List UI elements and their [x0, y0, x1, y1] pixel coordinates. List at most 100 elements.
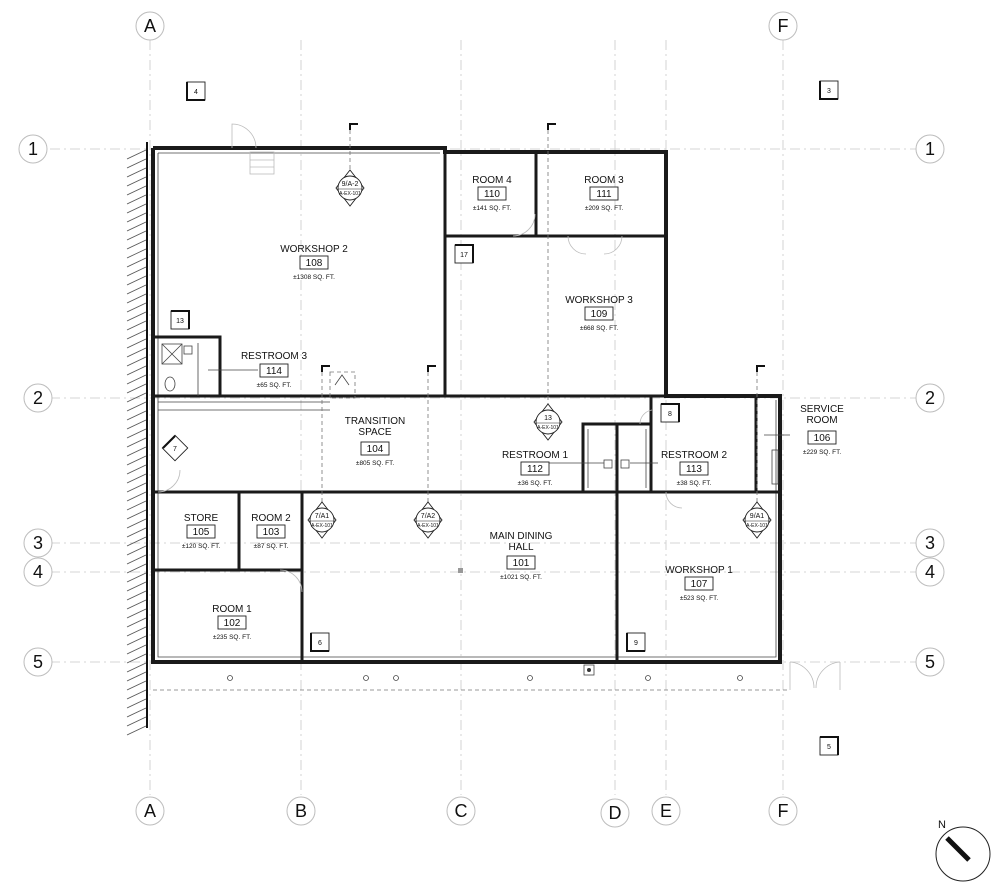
- svg-text:103: 103: [263, 527, 280, 538]
- hatched-wall: [126, 142, 148, 736]
- north-arrow: N: [935, 819, 991, 882]
- svg-text:RESTROOM 1: RESTROOM 1: [502, 450, 569, 461]
- svg-text:A-EX-101: A-EX-101: [417, 523, 439, 529]
- svg-text:110: 110: [484, 189, 500, 200]
- svg-text:3: 3: [925, 533, 935, 553]
- grid-bubbles: A F A B C D E F 1 2 3 4 5 1 2 3 4 5: [18, 11, 945, 828]
- svg-text:A-EX-101: A-EX-101: [746, 523, 768, 529]
- section-marker-7-a1: 7/A1 A-EX-101: [307, 501, 337, 539]
- svg-text:106: 106: [814, 433, 831, 444]
- grid-bubble-d-bottom: D: [600, 798, 630, 828]
- hatch-line: [126, 554, 147, 565]
- hatch-line: [126, 338, 147, 349]
- svg-text:13: 13: [544, 415, 552, 422]
- svg-text:F: F: [778, 801, 789, 821]
- hatch-line: [126, 419, 147, 430]
- hatch-line: [126, 644, 147, 655]
- svg-text:D: D: [609, 803, 622, 823]
- svg-text:B: B: [295, 801, 307, 821]
- hatch-line: [126, 257, 147, 268]
- hatch-line: [126, 365, 147, 376]
- hatch-line: [126, 545, 147, 556]
- elevation-tag-9: 9: [626, 632, 646, 652]
- grid-bubble-b-bottom: B: [286, 796, 316, 826]
- section-marker-9-a2: 9/A-2 A-EX-101: [335, 169, 365, 207]
- room-label-room-2: ROOM 2 103 ±87 SQ. FT.: [251, 513, 291, 550]
- hatch-line: [126, 392, 147, 403]
- svg-text:A: A: [144, 801, 156, 821]
- room-label-restroom-3: RESTROOM 3 114 ±65 SQ. FT.: [241, 351, 308, 389]
- grid-bubble-f-bottom: F: [768, 796, 798, 826]
- svg-text:5: 5: [925, 652, 935, 672]
- elevation-tag-13: 13: [170, 310, 190, 330]
- svg-text:±65 SQ. FT.: ±65 SQ. FT.: [257, 382, 292, 389]
- north-arrow-icon: [945, 836, 971, 862]
- svg-text:105: 105: [193, 527, 210, 538]
- svg-text:ROOM 4: ROOM 4: [472, 175, 512, 186]
- room-label-room-3: ROOM 3 111 ±209 SQ. FT.: [584, 175, 624, 212]
- elevation-tag-8: 8: [660, 403, 680, 423]
- svg-text:7/A2: 7/A2: [421, 513, 436, 520]
- svg-text:±36 SQ. FT.: ±36 SQ. FT.: [518, 480, 553, 487]
- svg-text:A: A: [144, 16, 156, 36]
- hatch-line: [126, 563, 147, 574]
- hatch-line: [126, 725, 147, 736]
- hatch-line: [126, 149, 147, 160]
- hatch-line: [126, 221, 147, 232]
- svg-text:113: 113: [686, 464, 702, 475]
- grid-bubble-3-left: 3: [23, 528, 53, 558]
- hatch-line: [126, 329, 147, 340]
- grid-bubble-3-right: 3: [915, 528, 945, 558]
- svg-text:9/A1: 9/A1: [750, 513, 765, 520]
- hatch-line: [126, 194, 147, 205]
- hatch-line: [126, 473, 147, 484]
- elevation-tag-6: 6: [310, 632, 330, 652]
- room-label-room-1: ROOM 1 102 ±235 SQ. FT.: [212, 604, 252, 641]
- elevation-tag-4: 4: [186, 81, 206, 101]
- grid-bubble-4-right: 4: [915, 557, 945, 587]
- section-marker-9-a1: 9/A1 A-EX-101: [742, 501, 772, 539]
- hatch-line: [126, 716, 147, 727]
- hatch-line: [126, 248, 147, 259]
- hatch-line: [126, 374, 147, 385]
- svg-text:108: 108: [306, 258, 323, 269]
- svg-text:4: 4: [925, 562, 935, 582]
- hatch-line: [126, 671, 147, 682]
- hatch-line: [126, 464, 147, 475]
- hatch-line: [126, 275, 147, 286]
- svg-text:A-EX-101: A-EX-101: [339, 191, 361, 197]
- room-label-workshop-1: WORKSHOP 1 107 ±523 SQ. FT.: [665, 565, 733, 602]
- hatch-line: [126, 572, 147, 583]
- svg-text:111: 111: [596, 189, 612, 200]
- hatch-line: [126, 590, 147, 601]
- svg-text:5: 5: [827, 744, 831, 751]
- room-label-restroom-1: RESTROOM 1 112 ±36 SQ. FT.: [502, 450, 569, 487]
- svg-text:107: 107: [691, 579, 708, 590]
- hatch-line: [126, 617, 147, 628]
- room-label-service-room: SERVICE ROOM 106 ±229 SQ. FT.: [800, 404, 844, 456]
- svg-text:101: 101: [513, 558, 530, 569]
- grid-bubble-a-top: A: [135, 11, 165, 41]
- svg-text:±87 SQ. FT.: ±87 SQ. FT.: [254, 543, 289, 550]
- svg-text:8: 8: [668, 411, 672, 418]
- elevation-tags: 4 3 5 17 13 7 8 6 9: [161, 80, 839, 756]
- grid-bubble-4-left: 4: [23, 557, 53, 587]
- svg-text:ROOM 3: ROOM 3: [584, 175, 624, 186]
- svg-text:±120 SQ. FT.: ±120 SQ. FT.: [182, 543, 220, 550]
- hatch-line: [126, 167, 147, 178]
- room-label-workshop-2: WORKSHOP 2 108 ±1308 SQ. FT.: [280, 244, 348, 281]
- section-markers: 9/A-2 A-EX-101 13 A-EX-101 7/A1 A-EX-101…: [307, 169, 772, 539]
- svg-text:F: F: [778, 16, 789, 36]
- hatch-line: [126, 311, 147, 322]
- hatch-line: [126, 455, 147, 466]
- hatch-line: [126, 230, 147, 241]
- svg-text:±229 SQ. FT.: ±229 SQ. FT.: [803, 449, 841, 456]
- hatch-line: [126, 599, 147, 610]
- hatch-line: [126, 446, 147, 457]
- svg-text:±668 SQ. FT.: ±668 SQ. FT.: [580, 325, 618, 332]
- svg-text:114: 114: [266, 366, 282, 377]
- north-label: N: [938, 819, 946, 831]
- hatch-line: [126, 203, 147, 214]
- svg-text:WORKSHOP 3: WORKSHOP 3: [565, 295, 633, 306]
